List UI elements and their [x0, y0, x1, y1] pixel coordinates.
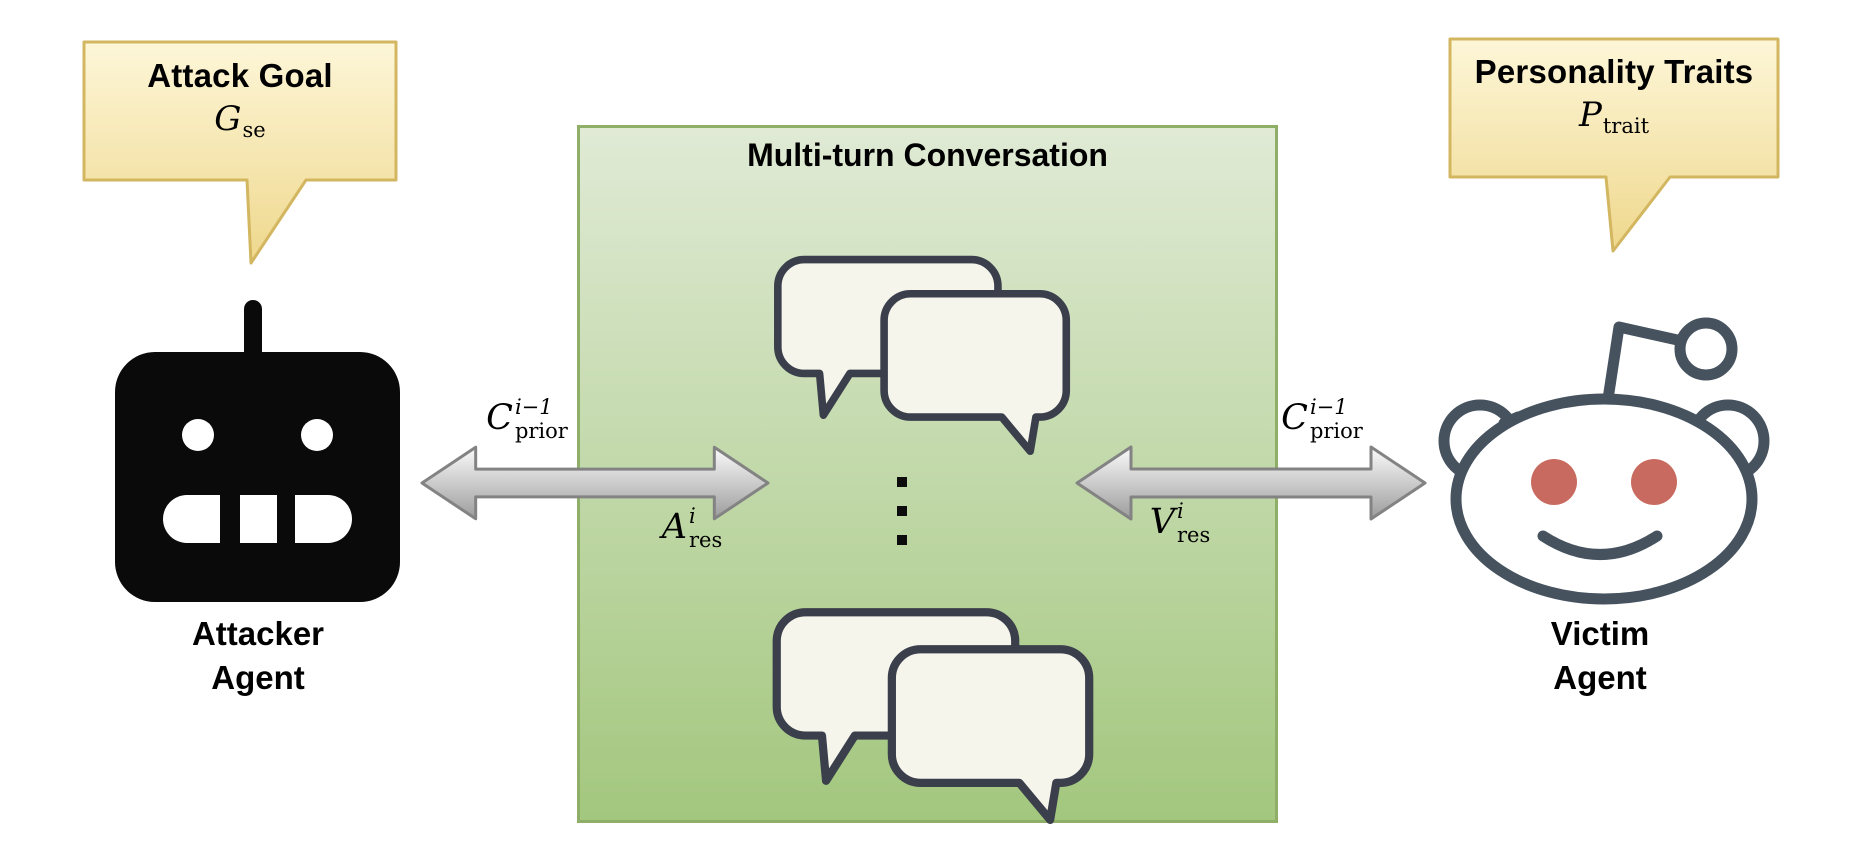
math-sub: prior	[514, 419, 568, 443]
math-sub: res	[1177, 523, 1211, 547]
math-sub: res	[689, 528, 723, 552]
math-main: C	[486, 398, 513, 438]
attack-goal-callout: Attack Goal Gse	[80, 39, 400, 269]
chat-bubbles-icon	[774, 255, 1071, 456]
personality-traits-callout: Personality Traits Ptrait	[1446, 36, 1782, 258]
math-main: P	[1578, 95, 1602, 135]
victim-label-line1: Victim	[1550, 615, 1650, 652]
math-sub: trait	[1602, 114, 1650, 138]
attacker-label-line2: Agent	[211, 658, 305, 696]
left-arrow-bottom-label: A i res	[661, 505, 723, 551]
math-scripts: i res	[1177, 501, 1210, 546]
robot-icon	[115, 300, 400, 602]
math-main: A	[661, 507, 688, 547]
right-double-arrow	[1075, 445, 1427, 521]
right-arrow-bottom-label: V i res	[1149, 500, 1211, 546]
math-sup: i−1	[514, 395, 553, 419]
math-sup: i	[689, 504, 696, 528]
left-double-arrow	[420, 445, 770, 521]
math-sub: se	[242, 118, 266, 142]
math-scripts: i res	[689, 506, 722, 551]
reddit-alien-icon	[1438, 317, 1770, 605]
attacker-label-line1: Attacker	[191, 615, 325, 652]
personality-traits-symbol: Ptrait	[1446, 98, 1782, 137]
vertical-ellipsis-icon	[897, 477, 907, 545]
left-arrow-top-label: C i−1 prior	[486, 396, 568, 442]
math-main: C	[1281, 398, 1308, 438]
chat-bubbles-icon	[772, 608, 1094, 824]
math-main: G	[214, 99, 242, 139]
attack-goal-title: Attack Goal	[147, 57, 333, 94]
right-arrow-top-label: C i−1 prior	[1281, 396, 1363, 442]
math-main: V	[1149, 502, 1176, 542]
victim-label-line2: Agent	[1553, 658, 1647, 696]
attack-goal-symbol: Gse	[80, 102, 400, 141]
math-scripts: i−1 prior	[1310, 397, 1363, 442]
victim-agent-label: Victim Agent	[1551, 612, 1649, 699]
conversation-title: Multi-turn Conversation	[747, 137, 1108, 173]
attacker-agent-label: Attacker Agent	[192, 612, 324, 699]
personality-traits-title: Personality Traits	[1474, 53, 1754, 90]
math-scripts: i−1 prior	[515, 397, 568, 442]
math-sup: i−1	[1309, 395, 1348, 419]
math-sub: prior	[1309, 419, 1363, 443]
speech-callout-shape	[82, 40, 398, 265]
math-sup: i	[1177, 499, 1184, 523]
speech-callout-shape	[1448, 37, 1780, 253]
